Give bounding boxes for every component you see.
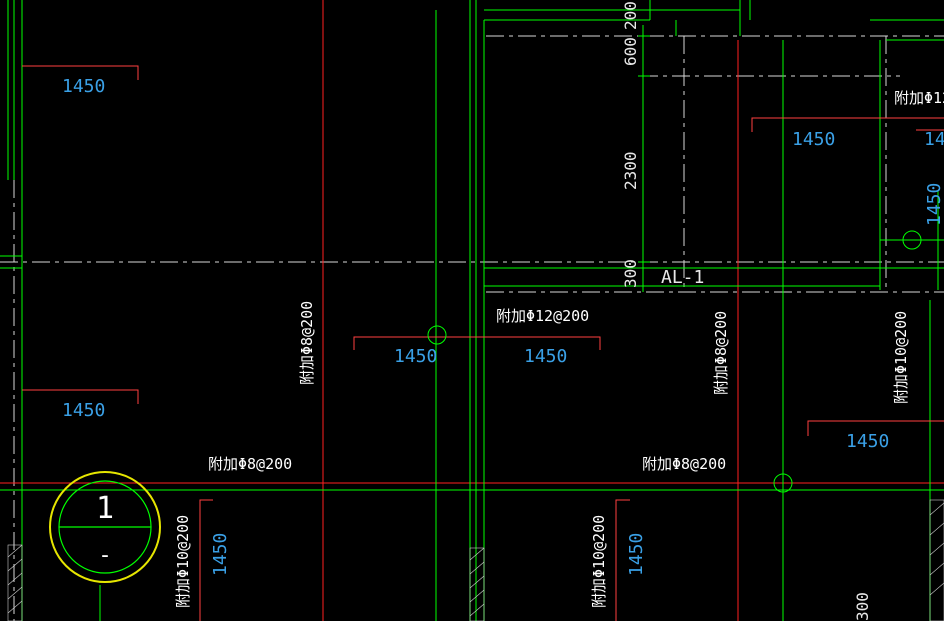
vertical-dimensions: 600 200 2300 300 300 — [621, 1, 872, 621]
dim-label: 145 — [924, 129, 944, 150]
leader-top-left — [22, 65, 139, 80]
rebar-annotation-vertical: 附加Φ8@200 — [712, 311, 730, 395]
rebar-annotations: 附加Φ8@200 附加Φ12@200 附加Φ8@200 附加Φ12 附加Φ8@2… — [174, 89, 944, 608]
rebar-annotation-vertical: 附加Φ10@200 — [590, 515, 608, 608]
leader-center — [353, 336, 601, 350]
rebar-annotation-vertical: 附加Φ10@200 — [174, 515, 192, 608]
dimension-labels: 1450 1450 1450 1450 1450 1450 145 1450 1… — [62, 76, 944, 576]
dim-label: 1450 — [62, 400, 105, 421]
leader-right — [807, 420, 944, 436]
detail-marker-sheet: - — [98, 543, 111, 568]
dim-200: 200 — [621, 1, 640, 30]
axis-bubble-2 — [773, 473, 793, 493]
rebar-annotation: 附加Φ12@200 — [496, 307, 589, 325]
hatching — [7, 499, 944, 621]
rebar-annotation-vertical: 附加Φ8@200 — [298, 301, 316, 385]
axis-bubbles — [427, 230, 922, 493]
dim-label-vertical: 1450 — [924, 183, 944, 226]
dim-label: 1450 — [792, 129, 835, 150]
dim-600: 600 — [621, 37, 640, 66]
dim-2300: 2300 — [621, 151, 640, 190]
detail-marker-outer-ring — [49, 471, 161, 583]
dim-label-vertical: 1450 — [626, 533, 647, 576]
rebar-annotation: 附加Φ8@200 — [208, 455, 292, 473]
dim-label: 1450 — [62, 76, 105, 97]
rebar-annotation: 附加Φ12 — [894, 89, 944, 107]
dim-label: 1450 — [846, 431, 889, 452]
beam-label: AL-1 — [661, 267, 704, 288]
hatch-right — [929, 499, 944, 621]
detail-marker-number: 1 — [96, 491, 114, 526]
rebar-leaders — [22, 65, 944, 621]
hatch-left — [7, 544, 23, 621]
rebar-annotation: 附加Φ8@200 — [642, 455, 726, 473]
axis-bubble-3 — [902, 230, 922, 250]
detail-marker: 1 - — [49, 471, 161, 583]
dashed-lines — [0, 35, 944, 621]
hatch-center — [469, 547, 485, 621]
leader-bottom-center — [615, 499, 630, 621]
dim-label-vertical: 1450 — [210, 533, 231, 576]
dim-label: 1450 — [524, 346, 567, 367]
leader-bottom-left — [199, 499, 213, 621]
axis-bubble-1 — [427, 325, 447, 345]
dim-300b: 300 — [853, 592, 872, 621]
leader-top-right — [751, 117, 944, 132]
dim-label: 1450 — [394, 346, 437, 367]
leader-mid-left — [22, 389, 139, 404]
rebar-annotation-vertical: 附加Φ10@200 — [892, 311, 910, 404]
dim-300: 300 — [621, 259, 640, 288]
